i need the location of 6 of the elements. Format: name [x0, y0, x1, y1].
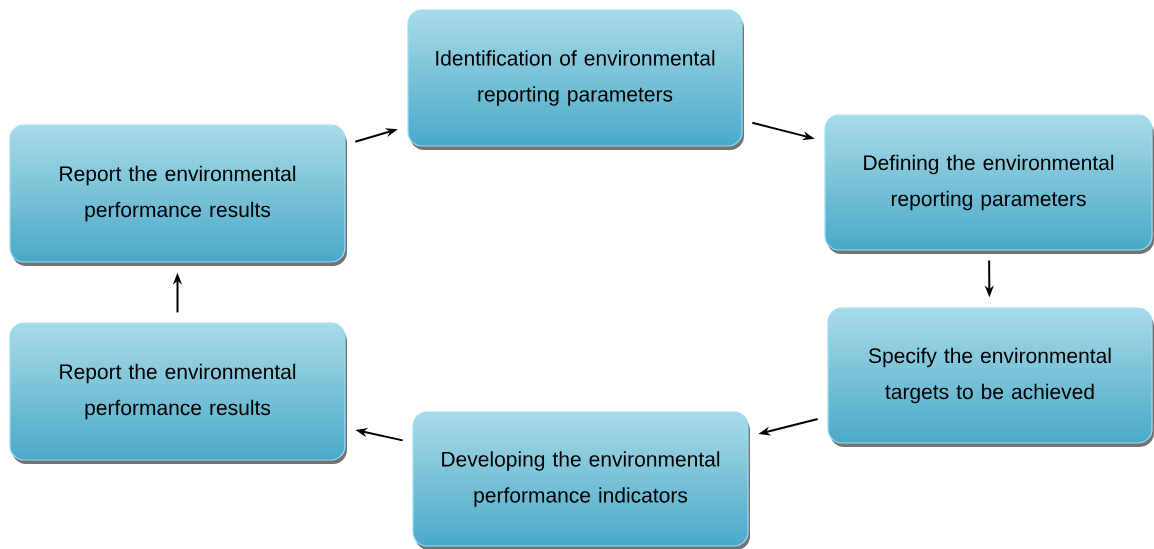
process-box: Report the environmental performance results: [9, 124, 347, 266]
process-box: Developing the environmental performance indicators: [412, 411, 750, 549]
process-box: Defining the environmental reporting parameters: [824, 114, 1154, 254]
process-box: Identification of environmental reporting parameters: [407, 9, 744, 150]
process-box: Report the environmental performance results: [9, 322, 347, 464]
process-box: Specify the environmental targets to be achieved: [827, 307, 1154, 447]
